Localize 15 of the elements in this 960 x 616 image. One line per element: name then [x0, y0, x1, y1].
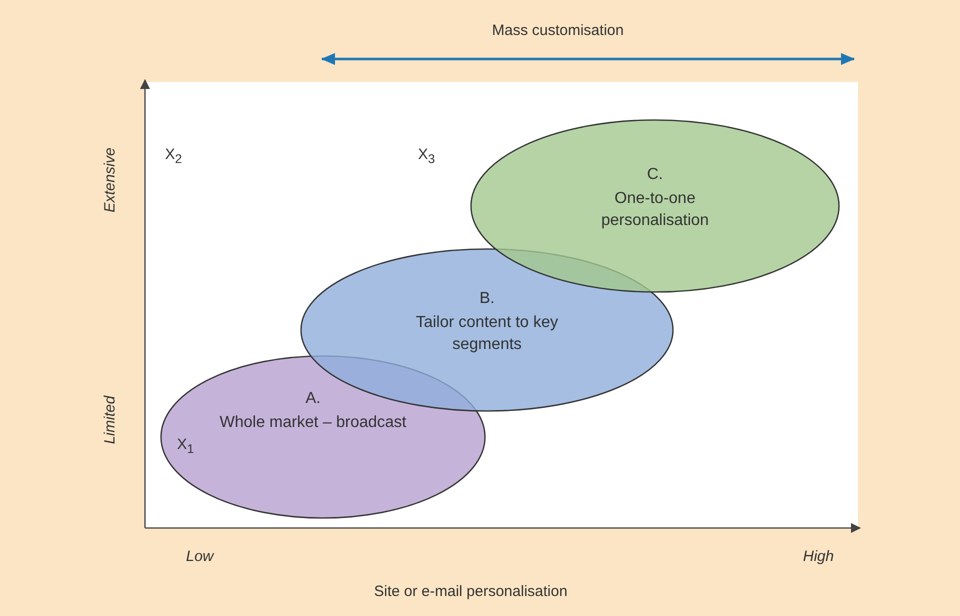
- point-label: X$_{3}$: [418, 146, 435, 166]
- segment-letter: C.: [646, 165, 664, 185]
- point-label: X$_{1}$: [177, 436, 194, 456]
- axis-level-label: Extensive: [102, 147, 118, 213]
- segment-description: One-to-one personalisation: [600, 189, 710, 231]
- axis-level-label: Limited: [102, 396, 118, 444]
- axis-level-label: Low: [186, 548, 214, 565]
- axis-title: Site or e-mail personalisation: [374, 583, 568, 600]
- segment-letter: A.: [304, 389, 322, 409]
- segment-description: Tailor content to key segments: [414, 313, 560, 355]
- segment-description: Whole market – broadcast: [218, 413, 408, 433]
- axis-level-label: High: [803, 548, 834, 565]
- segment-letter: B.: [478, 289, 496, 309]
- arrow-label: Mass customisation: [492, 22, 624, 39]
- point-label: X$_{2}$: [165, 146, 182, 166]
